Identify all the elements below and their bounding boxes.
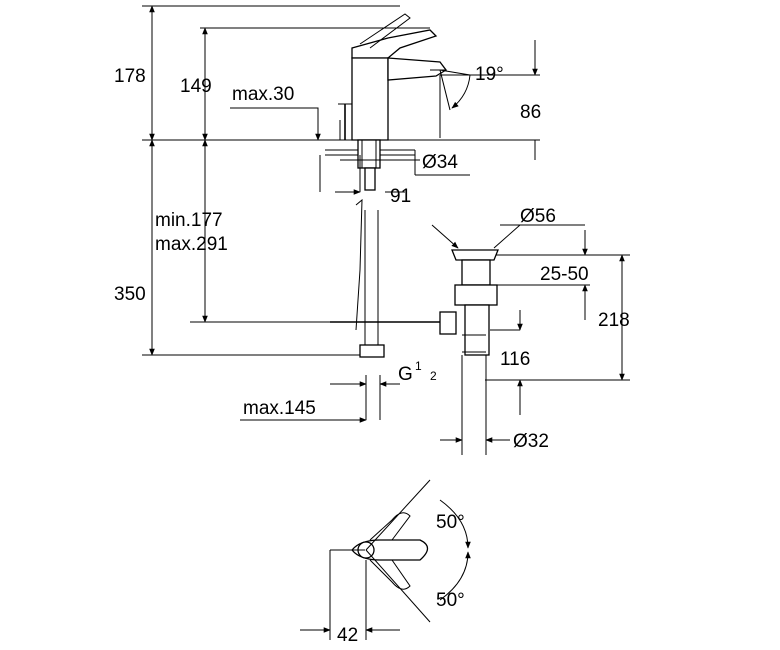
spout-angle — [439, 40, 540, 160]
label-116: 116 — [500, 349, 530, 370]
lever-top-view — [300, 479, 471, 640]
label-350: 350 — [114, 284, 146, 305]
label-max145: max.145 — [243, 398, 316, 419]
label-91: 91 — [390, 186, 411, 207]
label-dia56: Ø56 — [520, 206, 556, 227]
label-angle-50-bottom: 50° — [436, 590, 465, 611]
dimension-labels: 178 149 max.30 19° 86 Ø34 91 min.177 max… — [114, 64, 630, 646]
label-218: 218 — [598, 310, 630, 331]
max30-leader — [230, 107, 341, 141]
pop-up-linkage — [330, 311, 457, 335]
label-42: 42 — [337, 625, 358, 646]
drain-assembly — [431, 224, 625, 455]
label-angle-19: 19° — [475, 64, 504, 85]
label-g: G — [398, 364, 413, 385]
label-dia34: Ø34 — [422, 152, 458, 173]
supply-hose — [240, 198, 400, 423]
label-25-50: 25-50 — [540, 264, 589, 285]
left-dimension-lines — [149, 5, 208, 356]
label-max30: max.30 — [232, 84, 294, 105]
label-dia32: Ø32 — [513, 431, 549, 452]
label-86: 86 — [520, 102, 541, 123]
label-max291: max.291 — [155, 234, 228, 255]
label-g-numerator: 1 — [415, 359, 422, 373]
faucet-body — [338, 13, 447, 141]
label-angle-50-top: 50° — [436, 512, 465, 533]
reference-lines — [142, 5, 630, 381]
label-min177: min.177 — [155, 210, 223, 231]
label-g-denominator: 2 — [430, 369, 437, 383]
mounting-assembly — [319, 139, 470, 195]
label-149: 149 — [180, 76, 212, 97]
label-178: 178 — [114, 66, 146, 87]
